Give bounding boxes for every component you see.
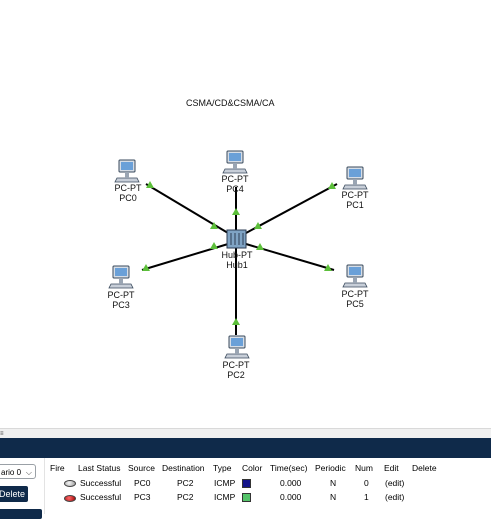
last-status-cell: Successful: [80, 492, 122, 502]
periodic-cell: N: [330, 478, 337, 488]
type-cell: ICMP: [214, 492, 236, 502]
device-type-label: PC-PT: [107, 290, 135, 300]
device-pc1[interactable]: PC-PT PC1: [330, 190, 380, 210]
source-cell: PC3: [134, 492, 151, 502]
last-status-cell: Successful: [80, 478, 122, 488]
device-pc3[interactable]: PC-PT PC3: [96, 290, 146, 310]
device-pc2[interactable]: PC-PT PC2: [211, 360, 261, 380]
pc-icon: [108, 265, 134, 289]
pdu-color-swatch: [242, 479, 251, 488]
topology-canvas: [108, 150, 368, 359]
logical-workspace[interactable]: CSMA/CD&CSMA/CA PC-PT PC0 PC-PT PC4 PC-P…: [0, 0, 491, 428]
device-name-label: PC4: [226, 184, 244, 194]
device-name-label: PC3: [112, 300, 130, 310]
type-cell: ICMP: [214, 478, 236, 488]
column-header-source[interactable]: Source: [128, 463, 155, 473]
edit-link[interactable]: (edit): [385, 492, 405, 502]
device-pc5[interactable]: PC-PT PC5: [330, 289, 380, 309]
column-header-fire[interactable]: Fire: [50, 463, 65, 473]
column-header-type[interactable]: Type: [213, 463, 232, 473]
device-name-label: PC2: [227, 370, 245, 380]
scroll-grip-icon: ≡: [0, 431, 4, 437]
pdu-list-panel: ario 0 ⌵ Delete Fire Last Status Source …: [0, 458, 491, 519]
scenario-select[interactable]: ario 0 ⌵: [0, 464, 36, 479]
link-indicator-icon: [232, 208, 240, 215]
horizontal-scrollbar[interactable]: ≡: [0, 428, 491, 439]
device-hub1[interactable]: Hub-PT Hub1: [212, 250, 262, 270]
destination-cell: PC2: [177, 478, 194, 488]
column-header-time[interactable]: Time(sec): [270, 463, 308, 473]
pc-icon: [224, 335, 250, 359]
device-name-label: PC0: [119, 193, 137, 203]
scenario-select-value: ario 0: [1, 468, 22, 477]
column-header-delete[interactable]: Delete: [412, 463, 437, 473]
device-name-label: PC5: [346, 299, 364, 309]
hub-icon: [226, 229, 247, 249]
column-header-destination[interactable]: Destination: [162, 463, 205, 473]
link-pc1-hub1: [245, 183, 338, 234]
chevron-down-icon: ⌵: [25, 468, 32, 477]
pc-icon: [342, 264, 368, 288]
pc-icon: [114, 159, 140, 183]
device-name-label: Hub1: [226, 260, 248, 270]
pc-icon: [342, 166, 368, 190]
device-name-label: PC1: [346, 200, 364, 210]
workspace-title: CSMA/CD&CSMA/CA: [186, 98, 275, 108]
fire-button-icon[interactable]: [64, 495, 76, 502]
link-indicator-icon: [232, 318, 240, 325]
num-cell: 1: [364, 492, 369, 502]
panel-button-partial[interactable]: [0, 509, 42, 519]
link-indicator-icon: [210, 242, 218, 249]
panel-divider: [44, 458, 45, 514]
delete-scenario-button[interactable]: Delete: [0, 486, 28, 502]
column-header-num[interactable]: Num: [355, 463, 373, 473]
device-type-label: PC-PT: [221, 174, 249, 184]
column-header-last-status[interactable]: Last Status: [78, 463, 121, 473]
device-pc4[interactable]: PC-PT PC4: [210, 174, 260, 194]
device-type-label: PC-PT: [341, 289, 369, 299]
device-pc0[interactable]: PC-PT PC0: [103, 183, 153, 203]
pdu-color-swatch: [242, 493, 251, 502]
device-type-label: PC-PT: [114, 183, 142, 193]
column-header-periodic[interactable]: Periodic: [315, 463, 346, 473]
pc-icon: [222, 150, 248, 174]
device-type-label: PC-PT: [341, 190, 369, 200]
time-cell: 0.000: [280, 492, 302, 502]
fire-button-icon[interactable]: [64, 480, 76, 487]
num-cell: 0: [364, 478, 369, 488]
destination-cell: PC2: [177, 492, 194, 502]
edit-link[interactable]: (edit): [385, 478, 405, 488]
source-cell: PC0: [134, 478, 151, 488]
panel-header-band: [0, 438, 491, 458]
column-header-color[interactable]: Color: [242, 463, 263, 473]
device-type-label: Hub-PT: [221, 250, 253, 260]
time-cell: 0.000: [280, 478, 302, 488]
device-type-label: PC-PT: [222, 360, 250, 370]
periodic-cell: N: [330, 492, 337, 502]
column-header-edit[interactable]: Edit: [384, 463, 399, 473]
